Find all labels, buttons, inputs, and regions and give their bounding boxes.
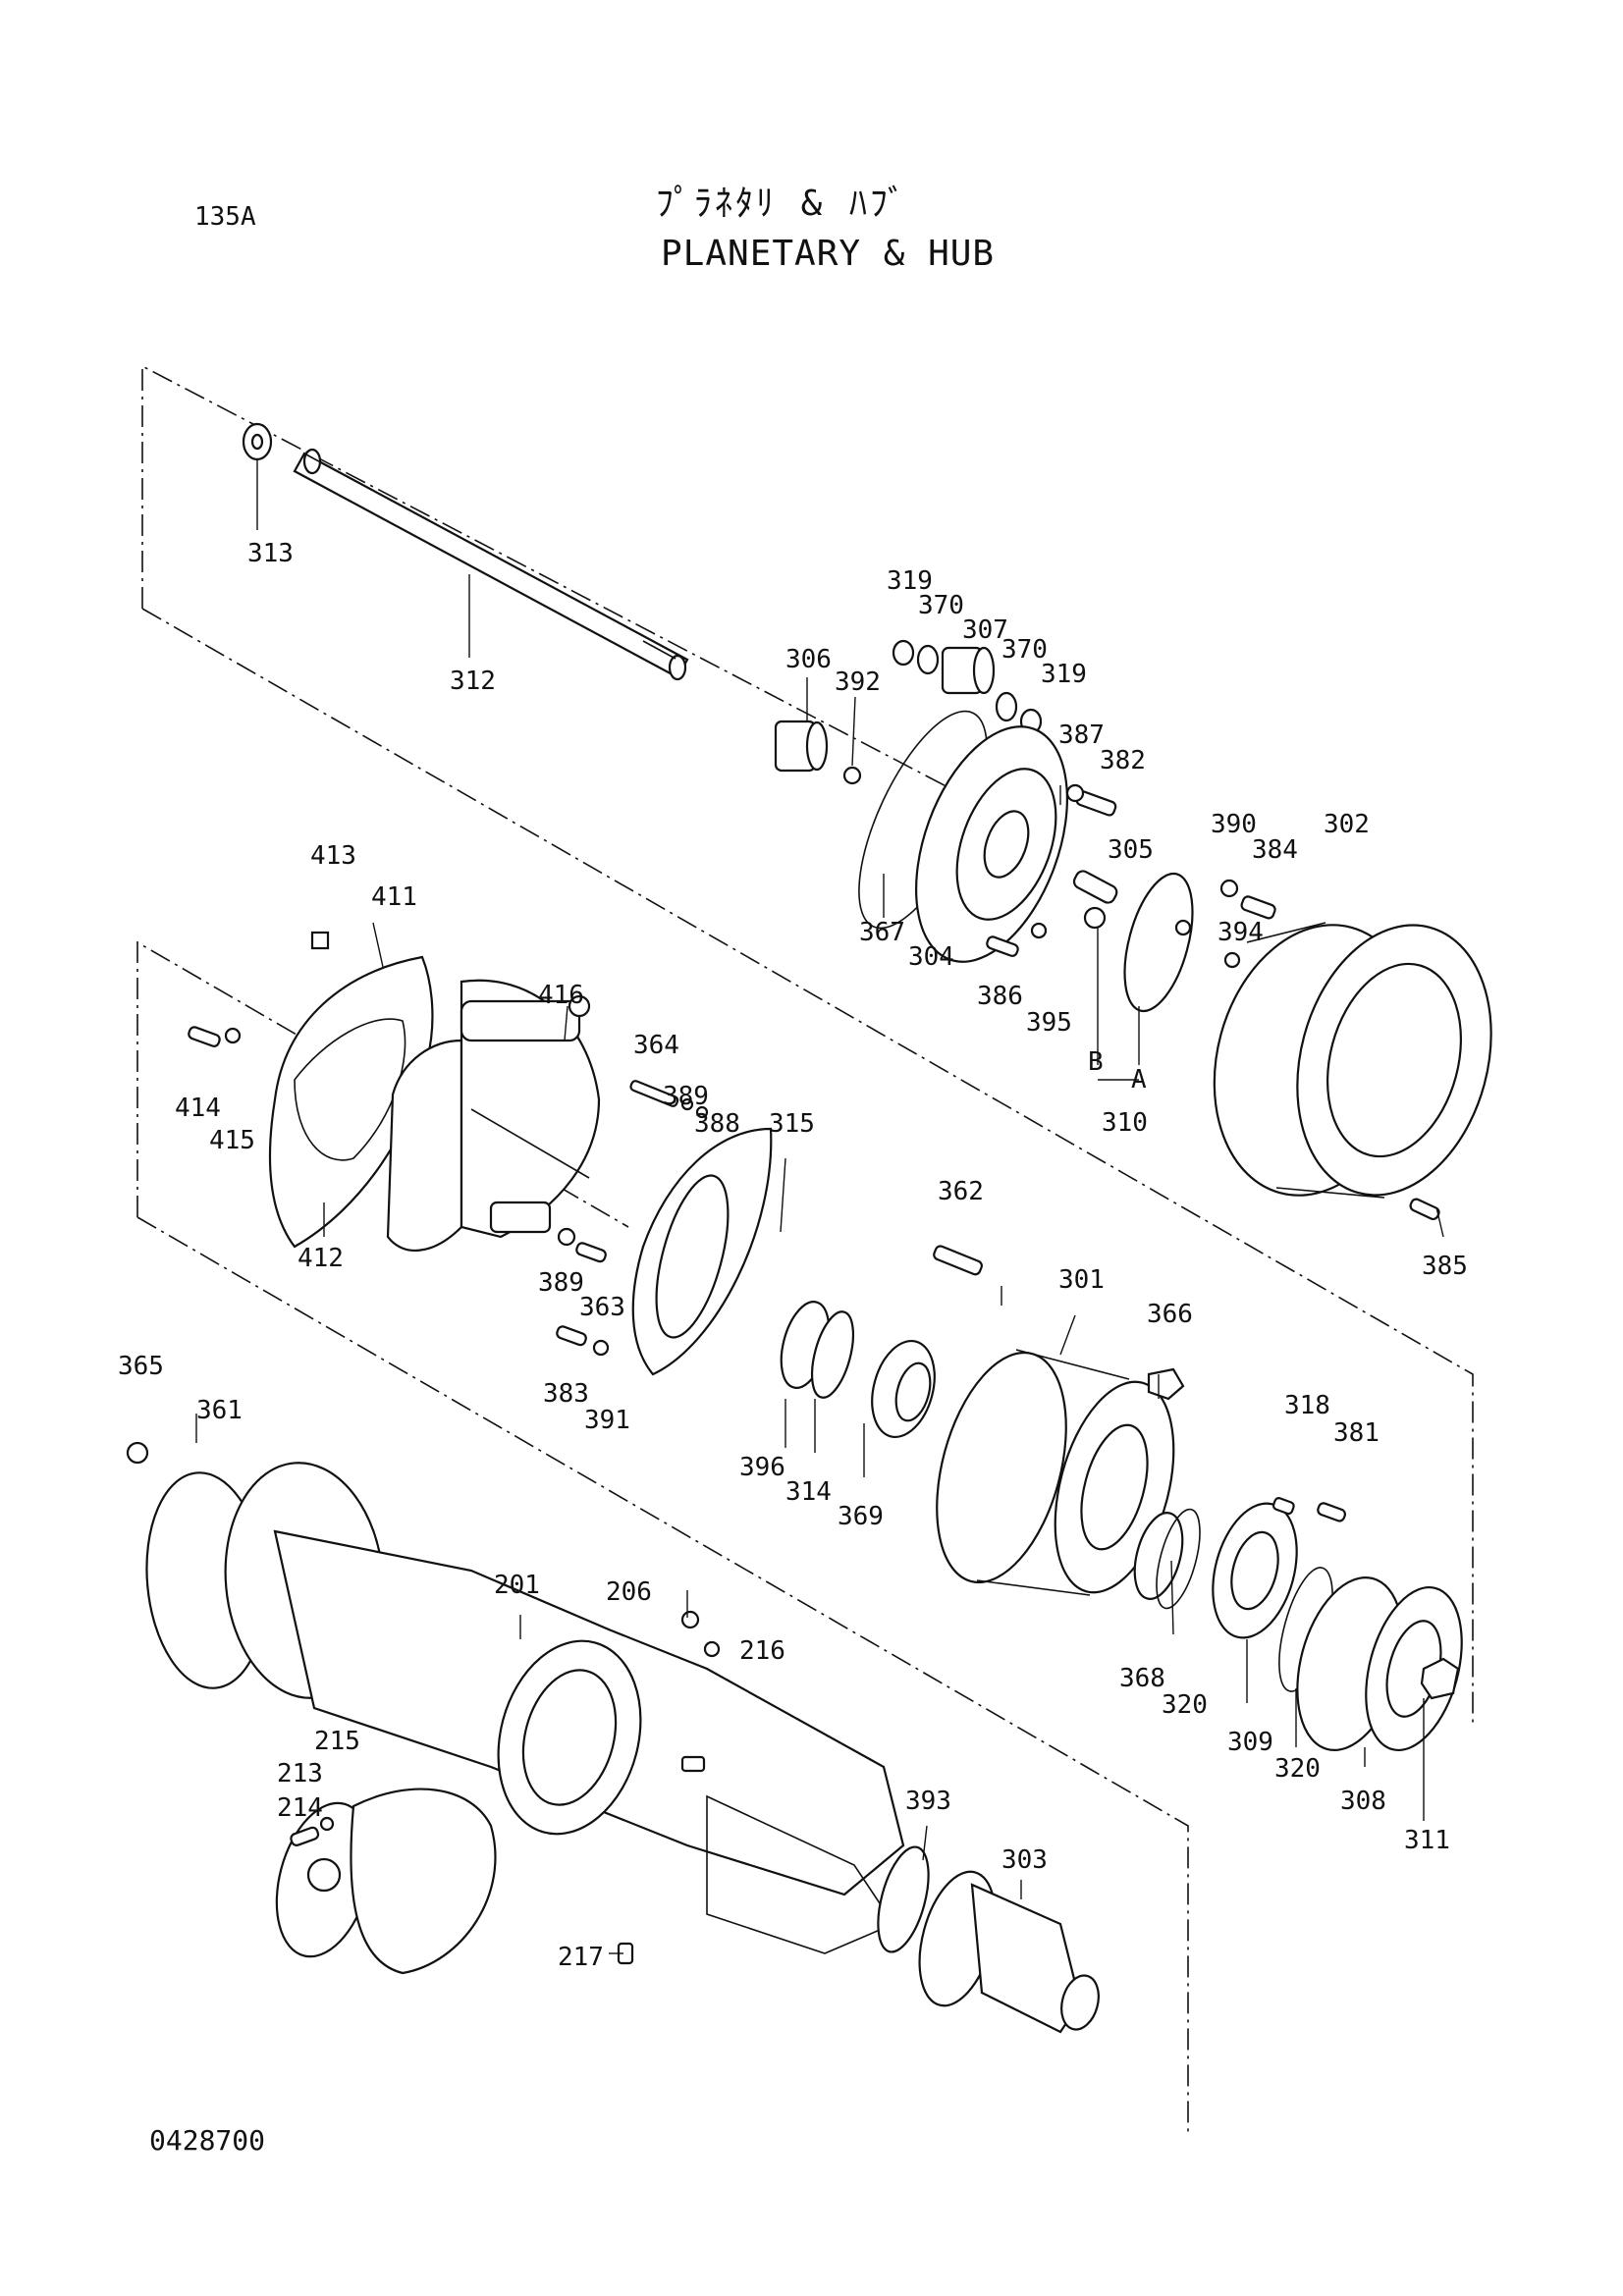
page-code: 135A bbox=[194, 202, 256, 232]
callout-395: 395 bbox=[1026, 1008, 1072, 1038]
callout-414: 414 bbox=[175, 1094, 221, 1123]
callout-313: 313 bbox=[247, 539, 294, 568]
callout-368: 368 bbox=[1119, 1664, 1165, 1693]
callout-216: 216 bbox=[739, 1636, 785, 1666]
callout-320a: 320 bbox=[1162, 1690, 1208, 1720]
title-english: PLANETARY & HUB bbox=[661, 234, 996, 274]
callout-217: 217 bbox=[558, 1943, 604, 1972]
callout-389a: 389 bbox=[663, 1082, 709, 1111]
callout-390: 390 bbox=[1211, 810, 1257, 839]
callout-387: 387 bbox=[1058, 721, 1105, 750]
callout-370b: 370 bbox=[1001, 635, 1048, 665]
callout-319b: 319 bbox=[1041, 660, 1087, 689]
callout-306: 306 bbox=[785, 645, 832, 674]
callout-392: 392 bbox=[835, 667, 881, 697]
callout-308: 308 bbox=[1340, 1787, 1386, 1816]
callout-309: 309 bbox=[1227, 1728, 1273, 1757]
callout-310: 310 bbox=[1102, 1108, 1148, 1138]
callout-393: 393 bbox=[905, 1787, 951, 1816]
assembly-boundaries bbox=[136, 364, 1474, 2135]
callout-312: 312 bbox=[450, 667, 496, 696]
callout-361: 361 bbox=[196, 1396, 243, 1425]
callout-385: 385 bbox=[1422, 1252, 1468, 1281]
callout-364: 364 bbox=[633, 1031, 679, 1060]
leader-lines bbox=[195, 459, 1444, 1954]
callout-412: 412 bbox=[298, 1244, 344, 1273]
callout-366: 366 bbox=[1147, 1300, 1193, 1329]
callout-B: B bbox=[1088, 1047, 1104, 1077]
seal-retainer-315[interactable] bbox=[631, 1127, 773, 1376]
callout-386: 386 bbox=[977, 982, 1023, 1011]
callout-370a: 370 bbox=[918, 591, 964, 620]
callout-320b: 320 bbox=[1274, 1754, 1321, 1784]
axle-housing-201[interactable] bbox=[126, 1441, 905, 1954]
callout-319a: 319 bbox=[887, 566, 933, 596]
brake-shoe-assembly-416[interactable] bbox=[386, 979, 601, 1252]
planet-gear-set[interactable] bbox=[892, 639, 1043, 735]
ring-gear-assembly[interactable] bbox=[1126, 1494, 1347, 1647]
axle-shaft-312[interactable] bbox=[242, 422, 689, 681]
callout-362: 362 bbox=[938, 1177, 984, 1206]
callout-363: 363 bbox=[579, 1293, 625, 1322]
callout-396: 396 bbox=[739, 1453, 785, 1482]
callout-415: 415 bbox=[209, 1126, 255, 1155]
callout-369: 369 bbox=[838, 1502, 884, 1531]
callout-201: 201 bbox=[494, 1571, 540, 1600]
callout-302: 302 bbox=[1324, 810, 1370, 839]
callout-213: 213 bbox=[277, 1759, 323, 1789]
callout-307: 307 bbox=[962, 615, 1008, 645]
callout-383: 383 bbox=[543, 1379, 589, 1409]
callout-215: 215 bbox=[314, 1727, 360, 1756]
callout-314: 314 bbox=[785, 1477, 832, 1507]
callout-315: 315 bbox=[769, 1109, 815, 1139]
anchor-bolts[interactable] bbox=[556, 1227, 610, 1357]
title-japanese: ﾌﾟﾗﾈﾀﾘ & ﾊﾌﾞ bbox=[656, 184, 909, 224]
callout-382: 382 bbox=[1100, 746, 1146, 775]
cover-plate-310[interactable] bbox=[986, 783, 1276, 1018]
callout-301: 301 bbox=[1058, 1265, 1105, 1295]
callout-416: 416 bbox=[538, 981, 584, 1010]
ring-gear-308[interactable] bbox=[1269, 1563, 1479, 1762]
callout-206: 206 bbox=[606, 1577, 652, 1607]
callout-303: 303 bbox=[1001, 1845, 1048, 1875]
callout-214: 214 bbox=[277, 1793, 323, 1823]
callout-367: 367 bbox=[859, 918, 905, 947]
callout-411: 411 bbox=[371, 882, 417, 912]
callout-413: 413 bbox=[310, 841, 356, 871]
drawing-number: 0428700 bbox=[149, 2124, 266, 2157]
adjuster-364[interactable] bbox=[629, 1080, 709, 1119]
planet-carrier-304[interactable] bbox=[834, 694, 1119, 982]
callout-305: 305 bbox=[1108, 835, 1154, 865]
callout-389b: 389 bbox=[538, 1268, 584, 1298]
callout-365: 365 bbox=[118, 1352, 164, 1381]
callout-394: 394 bbox=[1217, 918, 1264, 947]
sun-gear-306[interactable] bbox=[774, 720, 862, 785]
callout-381: 381 bbox=[1333, 1418, 1380, 1448]
callout-388: 388 bbox=[694, 1109, 740, 1139]
spindle-303[interactable] bbox=[617, 1842, 1105, 2034]
callout-318: 318 bbox=[1284, 1391, 1330, 1420]
callout-384: 384 bbox=[1252, 835, 1298, 865]
callout-304: 304 bbox=[908, 942, 954, 972]
callout-311: 311 bbox=[1404, 1826, 1450, 1855]
callout-labels: 313 312 306 392 319 370 307 370 319 387 … bbox=[118, 539, 1468, 1972]
callout-A: A bbox=[1131, 1065, 1147, 1095]
callout-391: 391 bbox=[584, 1406, 630, 1435]
seals-and-bearing[interactable] bbox=[773, 1245, 983, 1444]
differential-cover[interactable] bbox=[261, 1788, 497, 1975]
brake-drum-302[interactable] bbox=[1185, 902, 1520, 1221]
